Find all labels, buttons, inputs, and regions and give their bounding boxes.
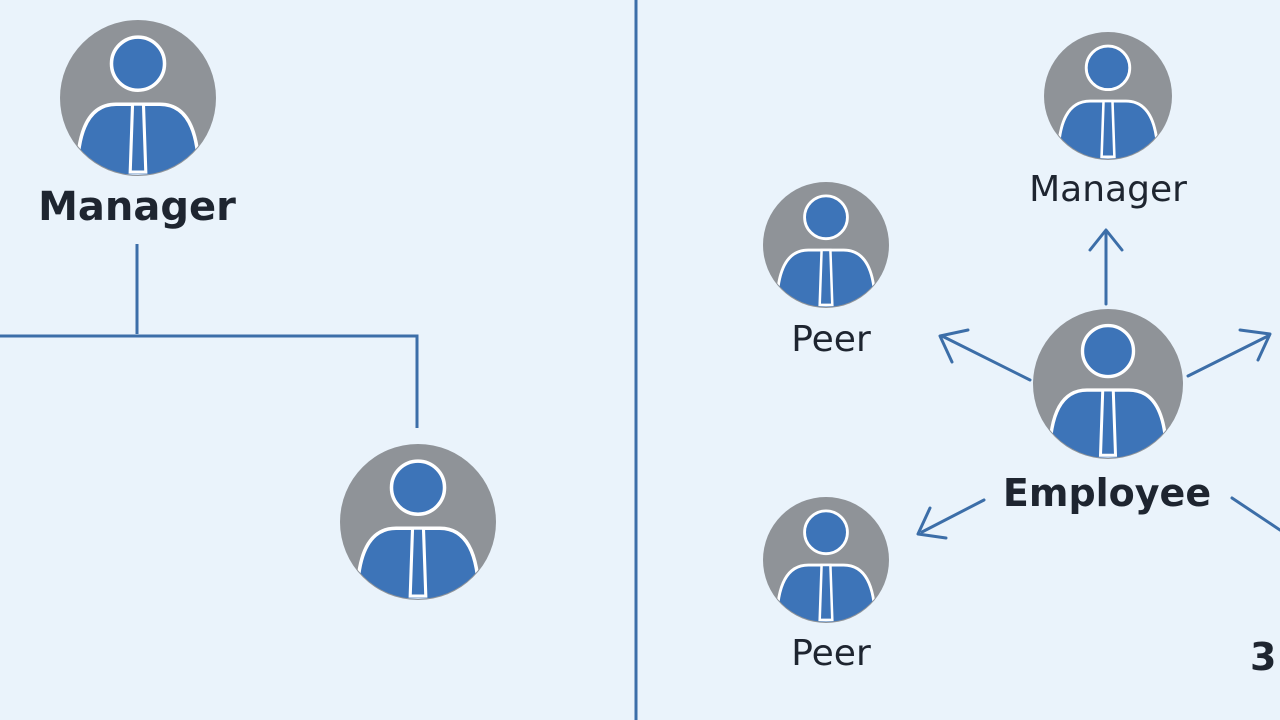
upper-peer-avatar (763, 182, 889, 308)
arrow-to-manager (1088, 228, 1124, 306)
person-avatar-icon (763, 497, 889, 623)
arrow-to-upper-right (1186, 328, 1272, 378)
arrow-to-upper-peer (938, 328, 1032, 382)
person-avatar-icon (1044, 32, 1172, 160)
upper-peer-label: Peer (791, 319, 871, 360)
arrow-to-lower-right (1230, 496, 1280, 532)
person-avatar-icon (1033, 309, 1183, 459)
cropped-feedback-label: 3 (1250, 635, 1277, 679)
left-subordinate-avatar (340, 444, 496, 600)
right-manager-label: Manager (1029, 169, 1187, 210)
right-manager-avatar (1044, 32, 1172, 160)
left-manager-avatar (60, 20, 216, 176)
person-avatar-icon (763, 182, 889, 308)
person-avatar-icon (340, 444, 496, 600)
employee-label: Employee (1002, 471, 1212, 515)
hierarchy-connector-branch (0, 334, 419, 428)
person-avatar-icon (60, 20, 216, 176)
arrow-to-lower-peer (916, 498, 986, 540)
employee-avatar (1033, 309, 1183, 459)
lower-peer-label: Peer (791, 633, 871, 674)
left-manager-label: Manager (38, 184, 236, 230)
lower-peer-avatar (763, 497, 889, 623)
